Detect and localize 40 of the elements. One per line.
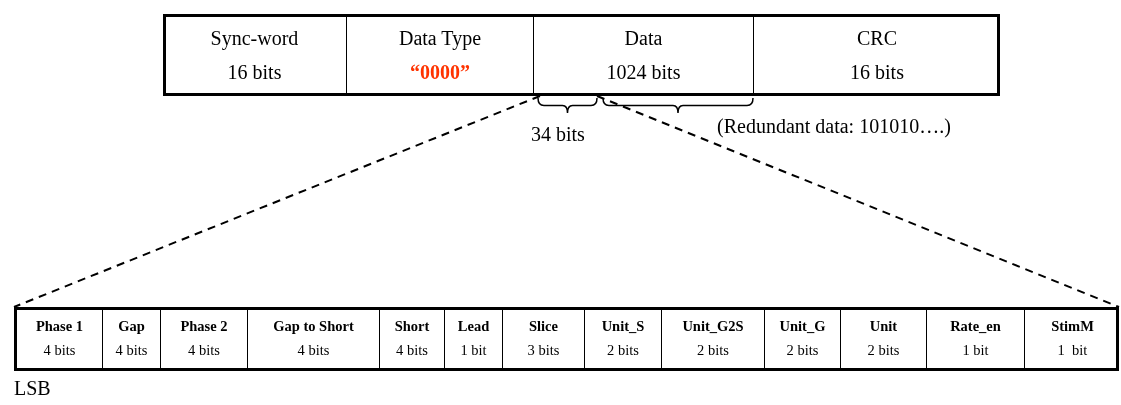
field-name: Unit_S [601,318,645,335]
bit-width: 16 bits [227,61,282,84]
bit-width: 4 bits [43,343,76,360]
field-name: Lead [457,318,490,335]
bit-width: 1024 bits [606,61,681,84]
bit-width: 3 bits [527,343,560,360]
bit-width: 4 bits [297,343,330,360]
bit-width: 2 bits [697,343,729,360]
brace-label: 34 bits [531,123,585,145]
field-name: Data Type [398,26,482,49]
lsb-label: LSB [14,377,51,399]
field-name: Phase 1 [35,318,84,335]
field-name: Unit_G2S [682,318,744,335]
field-value: “0000” [410,61,470,84]
zoom-line [13,95,541,308]
bit-width: 1 bit [1057,343,1088,360]
field-name: Gap [118,318,145,335]
field-name: Unit_G [779,318,826,335]
bit-width: 1 bit [460,343,487,360]
field-name: Sync-word [210,26,299,49]
note-text: (Redundant data: 101010….) [717,115,951,137]
bit-width: 16 bits [850,61,904,84]
bit-width: 4 bits [396,343,428,360]
field-name: Phase 2 [180,318,228,335]
field-name: Data [624,26,663,49]
field-name: Short [394,318,430,335]
field-name: Gap to Short [273,318,354,335]
bit-width: 4 bits [115,343,148,360]
field-name: Slice [529,318,558,335]
bit-width: 2 bits [867,343,900,360]
bit-width: 2 bits [607,343,639,360]
field-name: StimM [1051,318,1094,335]
field-name: Rate_en [950,318,1001,335]
field-name: Unit [869,318,898,335]
bit-width: 4 bits [188,343,220,360]
field-name: CRC [857,26,897,49]
bit-width: 1 bit [962,343,989,360]
bit-width: 2 bits [786,343,819,360]
bit-field-table [14,307,1119,371]
zoom-line [596,95,1120,308]
